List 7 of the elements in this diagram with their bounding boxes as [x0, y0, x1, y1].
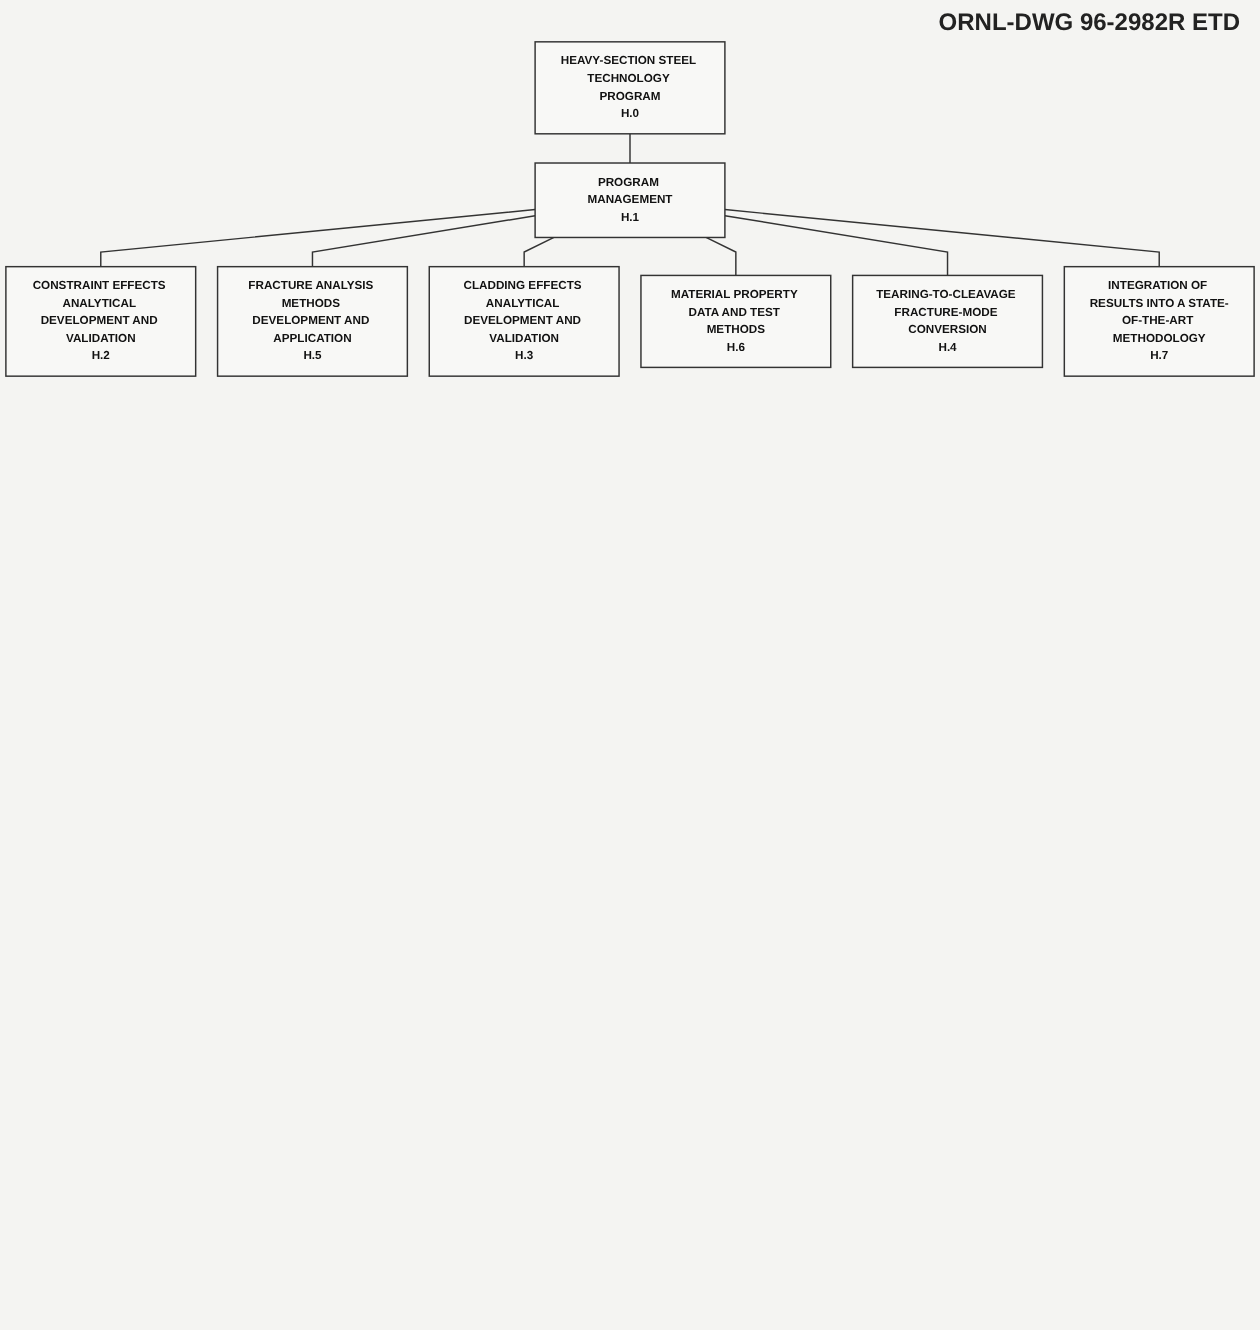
connector [523, 236, 555, 268]
connector [724, 215, 949, 277]
connector [724, 208, 1160, 268]
drawing-number: ORNL-DWG 96-2982R ETD [936, 6, 1242, 36]
connector [100, 208, 536, 268]
connector [311, 215, 536, 268]
connector [629, 133, 631, 164]
